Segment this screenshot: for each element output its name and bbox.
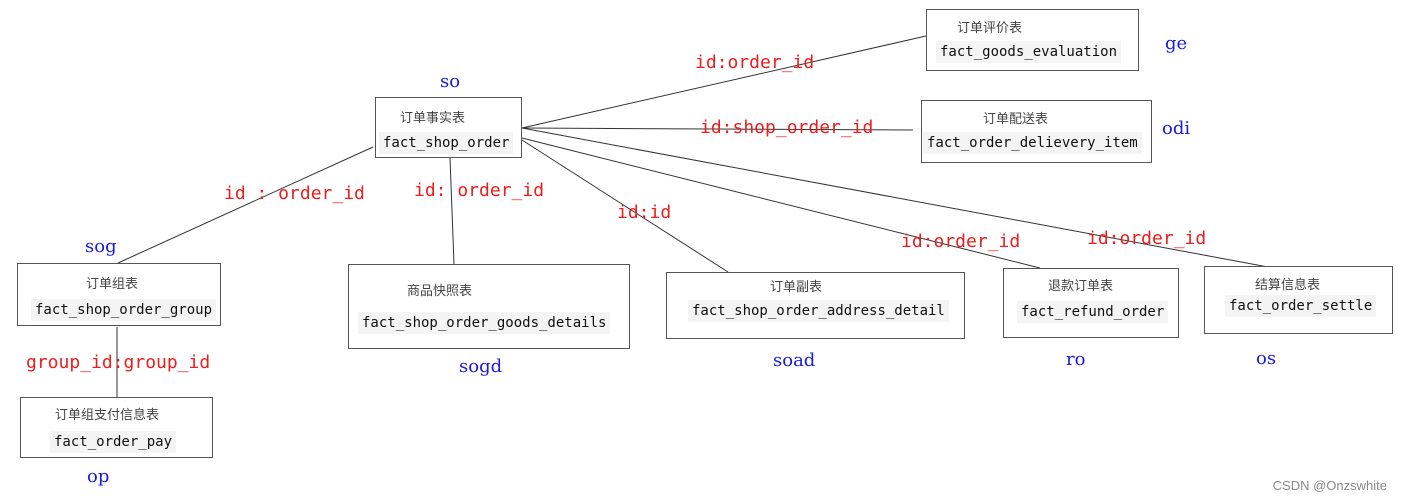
table-en-name: fact_order_settle xyxy=(1225,295,1377,317)
edge-so-sogd xyxy=(449,157,455,265)
join-label-so-ge: id:order_id xyxy=(695,52,815,73)
table-fact-order-settle[interactable]: 结算信息表 fact_order_settle xyxy=(1204,266,1393,334)
alias-soad: soad xyxy=(773,350,816,371)
join-label-so-sog: id : order_id xyxy=(224,183,365,204)
table-fact-shop-order-address-detail[interactable]: 订单副表 fact_shop_order_address_detail xyxy=(666,272,965,339)
table-en-name: fact_shop_order_address_detail xyxy=(688,300,949,322)
table-en-name: fact_order_delievery_item xyxy=(923,132,1142,154)
edge-so-soad xyxy=(521,139,729,273)
join-label-sog-op: group_id:group_id xyxy=(26,352,211,373)
edge-so-ro xyxy=(521,137,1041,269)
table-fact-goods-evaluation[interactable]: 订单评价表 fact_goods_evaluation xyxy=(926,9,1139,71)
table-en-name: fact_order_pay xyxy=(50,431,177,453)
alias-ge: ge xyxy=(1165,33,1188,54)
table-fact-order-pay[interactable]: 订单组支付信息表 fact_order_pay xyxy=(20,397,213,458)
table-fact-shop-order[interactable]: 订单事实表 fact_shop_order xyxy=(375,97,522,158)
table-fact-shop-order-goods-details[interactable]: 商品快照表 fact_shop_order_goods_details xyxy=(348,264,630,349)
table-fact-refund-order[interactable]: 退款订单表 fact_refund_order xyxy=(1003,268,1179,338)
table-cn-name: 订单组支付信息表 xyxy=(55,408,160,423)
table-cn-name: 订单事实表 xyxy=(400,111,466,126)
edge-so-sog xyxy=(117,146,374,264)
alias-sogd: sogd xyxy=(459,356,503,377)
join-label-so-sogd: id: order_id xyxy=(414,180,545,201)
edge-so-os xyxy=(521,127,1269,268)
table-cn-name: 订单评价表 xyxy=(957,21,1023,36)
alias-odi: odi xyxy=(1162,118,1191,139)
alias-so: so xyxy=(440,71,461,92)
table-en-name: fact_shop_order_group xyxy=(31,299,217,321)
alias-sog: sog xyxy=(85,236,117,257)
table-cn-name: 退款订单表 xyxy=(1048,279,1114,294)
edge-so-odi xyxy=(521,127,914,131)
table-fact-shop-order-group[interactable]: 订单组表 fact_shop_order_group xyxy=(17,263,221,326)
alias-op: op xyxy=(87,466,110,487)
alias-os: os xyxy=(1256,348,1277,369)
join-label-so-soad: id:id xyxy=(617,202,672,223)
join-label-so-os: id:order_id xyxy=(1087,228,1207,249)
join-label-so-odi: id:shop_order_id xyxy=(700,117,874,138)
table-cn-name: 订单副表 xyxy=(770,280,823,295)
table-cn-name: 结算信息表 xyxy=(1255,278,1321,293)
table-cn-name: 商品快照表 xyxy=(407,284,473,299)
table-cn-name: 订单配送表 xyxy=(983,112,1049,127)
join-label-so-ro: id:order_id xyxy=(901,231,1021,252)
table-en-name: fact_shop_order xyxy=(379,132,514,154)
table-en-name: fact_refund_order xyxy=(1017,301,1169,323)
table-en-name: fact_goods_evaluation xyxy=(936,41,1122,63)
table-en-name: fact_shop_order_goods_details xyxy=(358,312,611,334)
table-cn-name: 订单组表 xyxy=(86,277,139,292)
table-fact-order-delievery-item[interactable]: 订单配送表 fact_order_delievery_item xyxy=(921,100,1152,163)
watermark: CSDN @Onzswhite xyxy=(1272,478,1387,493)
alias-ro: ro xyxy=(1066,349,1086,370)
edge-so-ge xyxy=(521,35,927,129)
